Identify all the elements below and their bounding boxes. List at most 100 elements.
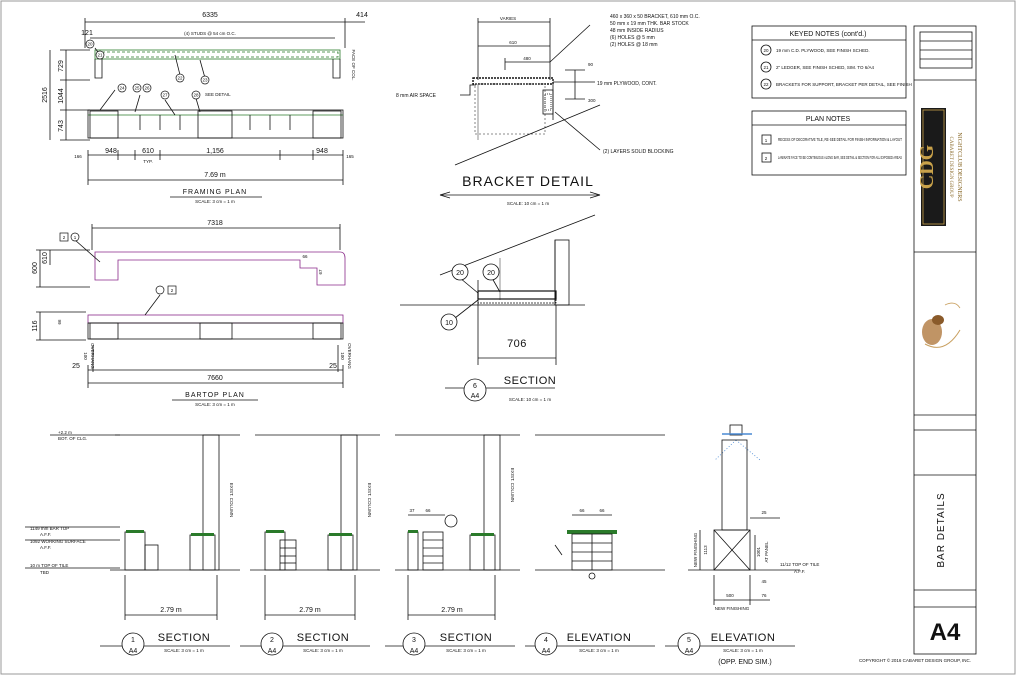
keyed-note-3-number: 22 [763,82,769,87]
logo-side-text-2: NIGHTCLUB DESIGNERS [956,132,962,201]
cdg-logo [921,108,946,226]
bracket-plywood: 19 mm PLYWOOD, CONT. [597,81,657,87]
view2-scale: SCALE: 3 cm = 1 m [303,648,343,653]
level-3-label: A.F.F. [40,545,51,550]
view4-number: 4 [544,637,548,644]
section6-sheet: A4 [471,393,480,400]
framing-edge-dim-left: 166 [74,154,82,159]
sheet-name: BAR DETAILS [936,492,947,567]
framing-dim-overall-top: 6335 [202,12,218,19]
view2-number: 2 [270,637,274,644]
bartop-side-label-left: OVERHANG [90,343,95,369]
view5-aff: A.F.F. [794,569,805,574]
view4-title: ELEVATION [567,632,632,644]
view1-number: 1 [131,637,135,644]
section6-title: SECTION [504,375,556,387]
view3-sheet: A4 [410,648,419,655]
view3-dim: 2.79 m [441,607,463,614]
framing-left-dim-3: 743 [58,120,65,132]
framing-left-dim-2: 1044 [58,88,65,104]
view-1-drawing [100,434,240,647]
bartop-side-value-right: 100 [340,352,345,360]
view-4-drawing [525,434,665,647]
view5-dim-small: 45 [761,579,767,584]
framing-bottom-dim-2: 610 [142,148,154,155]
bracket-air-space: 8 mm AIR SPACE [396,93,437,99]
client-logo [922,302,961,348]
bracket-detail [439,18,601,199]
view1-scale: SCALE: 3 cm = 1 m [164,648,204,653]
view1-dim: 2.79 m [160,607,182,614]
section6-scale: SCALE: 10 cm = 1 m [509,397,551,402]
view5-dim-offset: 76 [761,593,767,598]
framing-tag-23: 23 [202,78,208,83]
sheet-number: A4 [930,619,961,646]
view3-column-label: EXIST. COLUMN [510,468,515,503]
view-2-drawing [240,434,380,647]
view5-dim-height-1: 1113 [703,545,708,555]
plan-note-2-text: LAMINATE FACE TO BE CONTINUOUS ALONG BAR… [778,155,902,160]
framing-tag-25: 25 [134,86,140,91]
framing-tag-21: 21 [97,53,103,58]
bartop-edge-left: 25 [72,363,80,370]
elevation-levels [25,434,120,569]
view2-sheet: A4 [268,648,277,655]
level-1-label: BOT. OF CLG. [58,436,87,441]
bartop-left-dim-4: 66 [57,319,62,325]
bartop-tag-3: 2 [171,288,174,293]
framing-see-detail: SEE DETAIL [205,92,231,97]
view5-top-of-tile: 11/12 TOP OF TILE [780,562,819,567]
view1-column-label: EXIST. COLUMN [229,483,234,518]
framing-bottom-dim-3: 1,156 [206,148,224,155]
view3-dim-a: 37 [409,508,415,513]
bartop-scale: SCALE: 3 cm = 1 m [195,402,235,407]
bracket-note-2: 50 mm x 19 mm THK. BAR STOCK [610,21,689,27]
framing-left-total: 2516 [42,87,49,103]
level-1-value: +2.2 m [58,430,72,435]
view2-column-label: EXIST. COLUMN [367,483,372,518]
framing-bottom-dim-4: 948 [316,148,328,155]
bracket-dim-3: 90 [588,62,594,67]
bartop-left-dim-2: 610 [42,252,49,264]
level-2-label: A.F.F. [40,532,51,537]
view4-dim-a: 66 [579,508,585,513]
framing-dim-right-offset: 414 [356,12,368,19]
title-block [913,25,977,655]
level-2-value: 1149 mm BAR TOP [30,526,69,531]
plan-note-2-number: 2 [765,156,768,161]
framing-tag-28: 28 [193,93,199,98]
view5-number: 5 [687,637,691,644]
section6-tag-3: 10 [445,320,453,327]
keyed-notes-title: KEYED NOTES (cont'd.) [790,31,867,38]
framing-plan [49,18,365,185]
view5-dim-width: 500 [726,593,734,598]
view5-title: ELEVATION [711,632,776,644]
keyed-note-3-text: BRACKETS FOR SUPPORT, BRACKET PER DETAIL… [776,82,912,87]
logo-side-text: CABARET DESIGN GROUP [948,136,953,197]
view3-dim-b: 66 [425,508,431,513]
bracket-note-5: (2) HOLES @ 18 mm [610,42,658,48]
view2-title: SECTION [297,632,349,644]
bracket-title: BRACKET DETAIL [462,173,594,189]
view5-dim-top: 25 [761,510,767,515]
view2-dim: 2.79 m [299,607,321,614]
framing-tag-22: 22 [177,76,183,81]
bracket-varies: VARIES [500,16,516,21]
level-3-value: 1092 WORKING SURFACE [30,539,86,544]
framing-left-dim-1: 729 [58,60,65,72]
bartop-dim-small-2: 67 [318,269,323,275]
view-3-drawing [385,434,520,647]
bartop-title: BARTOP PLAN [185,392,245,399]
bartop-tag-2: 1 [74,235,77,240]
bartop-side-value-left: 100 [83,352,88,360]
framing-title: FRAMING PLAN [183,189,248,196]
framing-bottom-dim-1: 948 [105,148,117,155]
section6-number: 6 [473,383,477,390]
framing-tag-20: 20 [87,42,93,47]
bracket-dim-2: 480 [523,56,531,61]
view3-title: SECTION [440,632,492,644]
bracket-scale: SCALE: 10 cm = 1 m [507,201,549,206]
framing-bottom-typ: TYP. [143,159,152,164]
